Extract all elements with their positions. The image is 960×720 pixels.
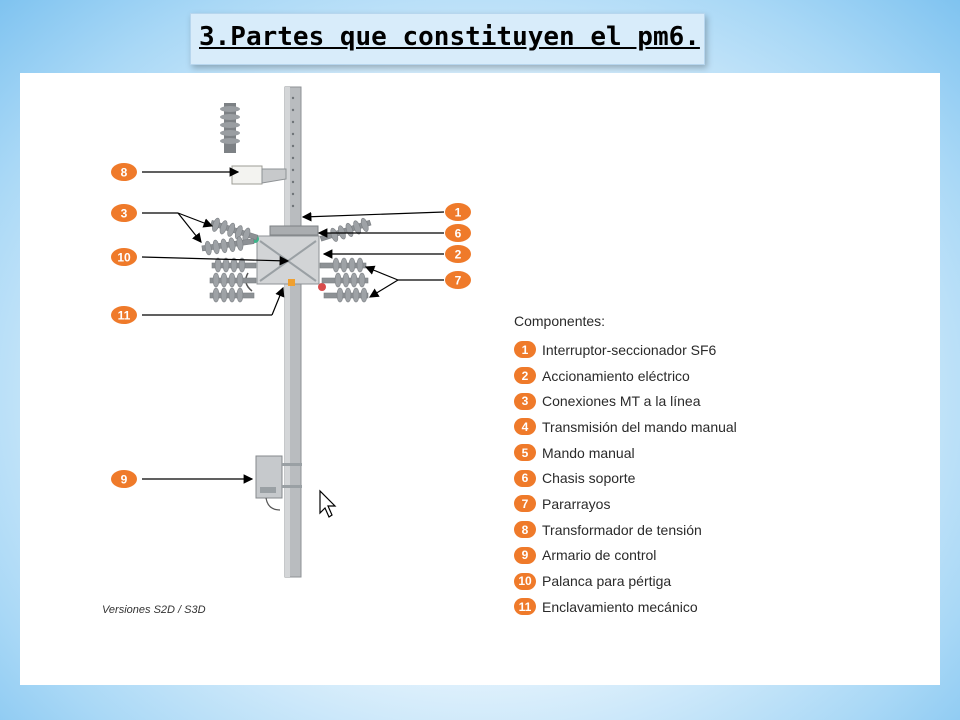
legend-badge: 7 [514, 495, 536, 513]
legend-badge: 8 [514, 521, 536, 539]
callout-label-2: 2 [455, 248, 462, 262]
legend-badge: 11 [514, 598, 536, 616]
callout-badge-3: 3 [111, 204, 137, 222]
legend-item: 4 Transmisión del mando manual [514, 414, 794, 440]
callout-badge-8: 8 [111, 163, 137, 181]
callout-label-8: 8 [121, 166, 128, 180]
leader-lines [141, 167, 445, 484]
legend-badge: 5 [514, 444, 536, 462]
legend-item: 1 Interruptor-seccionador SF6 [514, 337, 794, 363]
legend-item: 11 Enclavamiento mecánico [514, 594, 794, 620]
legend-item: 2 Accionamiento eléctrico [514, 363, 794, 389]
slide-title: 3.Partes que constituyen el pm6. [199, 22, 700, 52]
callout-label-3: 3 [121, 207, 128, 221]
legend-label: Interruptor-seccionador SF6 [542, 341, 717, 358]
legend-label: Enclavamiento mecánico [542, 598, 698, 615]
control-cabinet [255, 455, 302, 511]
legend-item: 8 Transformador de tensión [514, 517, 794, 543]
legend-badge: 6 [514, 469, 536, 487]
legend-label: Conexiones MT a la línea [542, 393, 701, 410]
legend-label: Transmisión del mando manual [542, 418, 737, 435]
pole [284, 86, 302, 578]
callout-badge-10: 10 [111, 248, 137, 266]
legend-item: 10 Palanca para pértiga [514, 568, 794, 594]
legend-badge: 9 [514, 546, 536, 564]
callout-badge-7: 7 [445, 271, 471, 289]
callout-badge-2: 2 [445, 245, 471, 263]
callout-label-1: 1 [455, 206, 462, 220]
legend-label: Pararrayos [542, 495, 611, 512]
legend-item: 3 Conexiones MT a la línea [514, 388, 794, 414]
legend-label: Accionamiento eléctrico [542, 367, 690, 384]
legend-badge: 2 [514, 367, 536, 385]
legend-badge: 1 [514, 341, 536, 359]
legend-label: Armario de control [542, 547, 657, 564]
callout-label-11: 11 [118, 309, 131, 323]
callout-label-7: 7 [455, 274, 462, 288]
legend-label: Chasis soporte [542, 470, 636, 487]
legend-item: 5 Mando manual [514, 440, 794, 466]
callout-badge-1: 1 [445, 203, 471, 221]
legend-label: Palanca para pértiga [542, 573, 672, 590]
callout-badge-6: 6 [445, 224, 471, 242]
legend-badge: 10 [514, 572, 536, 590]
pole-diagram: 8 3 10 11 9 1 6 2 [111, 86, 471, 578]
callout-badge-11: 11 [111, 306, 137, 324]
cursor-icon [319, 489, 337, 518]
components-legend: Componentes: 1 Interruptor-seccionador S… [514, 313, 794, 620]
slide-title-box: 3.Partes que constituyen el pm6. [190, 13, 705, 65]
insulators [201, 217, 372, 303]
callout-label-10: 10 [117, 251, 131, 265]
legend-item: 7 Pararrayos [514, 491, 794, 517]
callout-label-6: 6 [455, 227, 462, 241]
legend-label: Mando manual [542, 444, 635, 461]
legend-item: 6 Chasis soporte [514, 465, 794, 491]
diagram-panel: 8 3 10 11 9 1 6 2 [20, 73, 940, 685]
legend-title: Componentes: [514, 313, 606, 329]
callout-badge-9: 9 [111, 470, 137, 488]
legend-badge: 4 [514, 418, 536, 436]
legend-badge: 3 [514, 392, 536, 410]
legend-label: Transformador de tensión [542, 521, 702, 538]
voltage-transformer [220, 103, 287, 185]
diagram-caption: Versiones S2D / S3D [102, 604, 206, 616]
callout-label-9: 9 [121, 473, 128, 487]
legend-item: 9 Armario de control [514, 543, 794, 569]
